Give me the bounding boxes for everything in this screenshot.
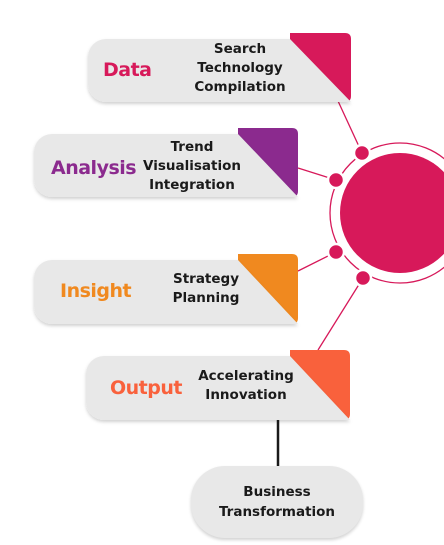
stage-data-item: Compilation <box>194 79 286 95</box>
connector-dot-analysis <box>326 170 346 190</box>
stage-output-items: Accelerating Innovation <box>192 367 300 405</box>
stage-data-items: Search Technology Compilation <box>188 40 292 97</box>
stage-data <box>88 33 351 102</box>
stage-output-item: Innovation <box>205 387 287 403</box>
stage-insight-item: Strategy <box>172 271 240 287</box>
connector-dot-insight <box>326 242 346 262</box>
stage-output-item: Accelerating <box>198 368 294 384</box>
stage-data-item: Search <box>213 41 267 57</box>
stage-output-box <box>86 356 350 420</box>
connector-output <box>317 277 364 351</box>
stage-analysis-item: Visualisation <box>143 158 241 174</box>
connector-data <box>337 100 363 154</box>
stage-analysis-label: Analysis <box>51 157 137 179</box>
hub-outer-ring <box>329 142 444 284</box>
stage-analysis-item: Integration <box>149 177 235 193</box>
connector-dot-data <box>352 143 372 163</box>
stage-insight-label: Insight <box>60 280 132 302</box>
stage-data-box <box>88 39 351 102</box>
stage-output-label: Output <box>110 377 182 399</box>
stage-analysis-box <box>34 134 298 197</box>
connector-dot-output <box>353 268 373 288</box>
stage-analysis <box>34 128 298 197</box>
stage-output <box>86 350 350 420</box>
stage-insight <box>34 254 298 324</box>
stage-analysis-items: Trend Visualisation Integration <box>136 138 248 195</box>
hub-core <box>340 153 444 273</box>
stage-analysis-item: Trend <box>170 139 214 155</box>
final-outcome-line1: Business <box>243 484 311 500</box>
final-outcome-box: Business Transformation <box>191 466 363 538</box>
stage-insight-item: Planning <box>172 290 240 306</box>
stage-data-item: Technology <box>197 60 283 76</box>
stage-insight-box <box>34 260 298 324</box>
final-outcome-line2: Transformation <box>218 504 336 520</box>
stage-insight-items: Strategy Planning <box>160 270 252 308</box>
stage-data-label: Data <box>103 59 152 81</box>
